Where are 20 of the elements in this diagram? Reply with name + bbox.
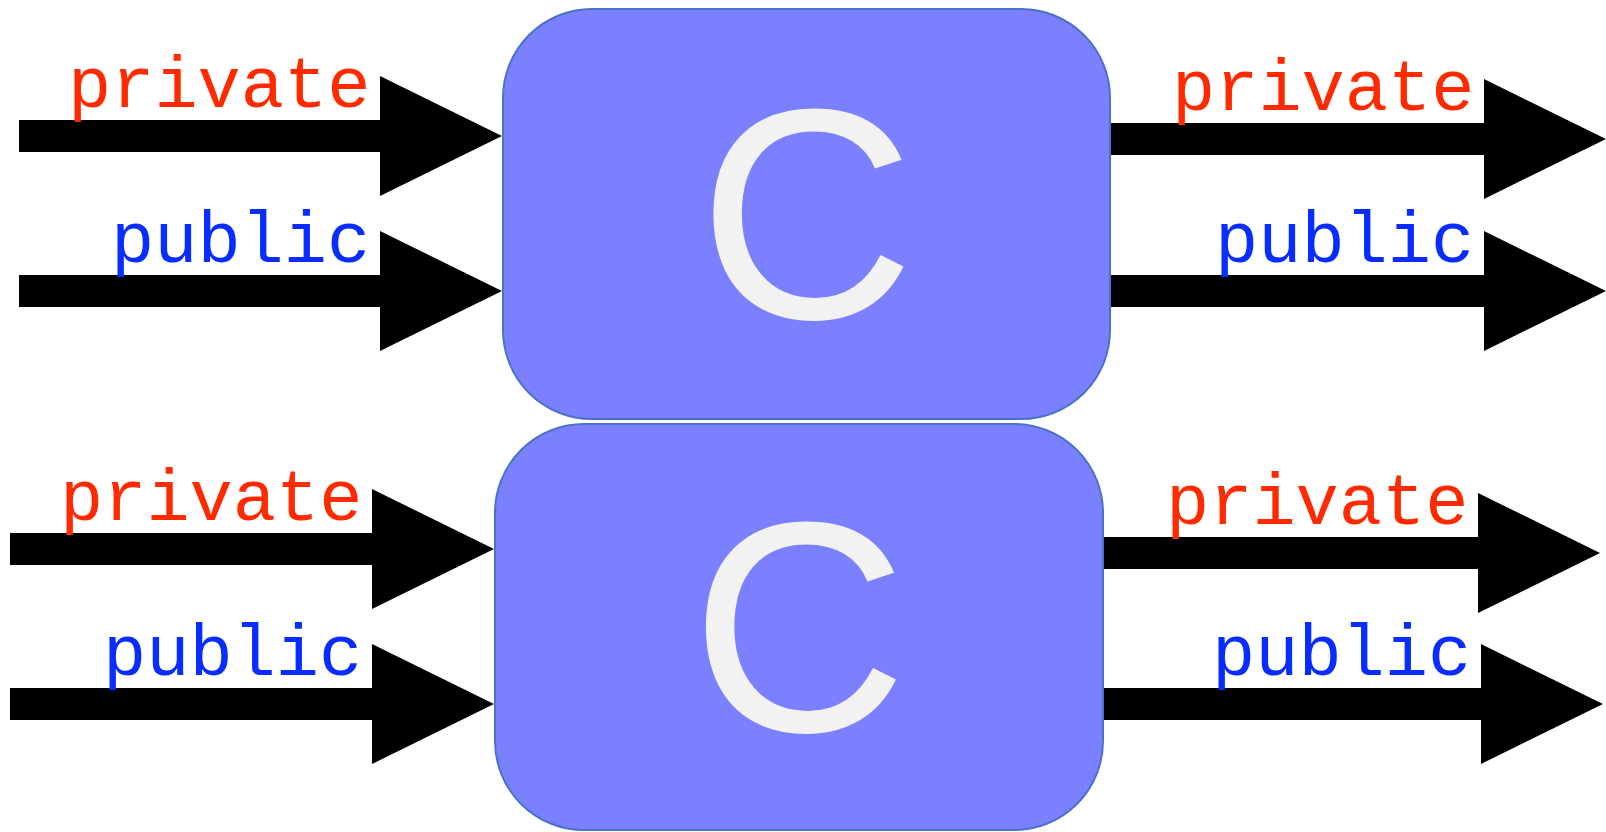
block-arrow [19,76,502,196]
block-arrow [10,489,494,609]
node-label: C [690,477,908,777]
edge-label: private [68,52,371,124]
rounded-box [502,8,1111,420]
edge-label: private [1172,55,1475,127]
block-arrow [1104,493,1600,613]
edge-label: public [111,207,371,279]
block-arrow [1104,644,1603,764]
block-arrow [1111,231,1606,351]
block-arrow [19,231,502,351]
edge-label: public [1212,620,1472,692]
edge-label: public [1215,207,1475,279]
block-arrow [10,644,494,764]
edge-label: private [60,465,363,537]
edge-label: private [1166,469,1469,541]
edge-label: public [103,620,363,692]
node-label: C [698,64,915,364]
block-arrow [1111,79,1606,199]
rounded-box [494,423,1104,831]
